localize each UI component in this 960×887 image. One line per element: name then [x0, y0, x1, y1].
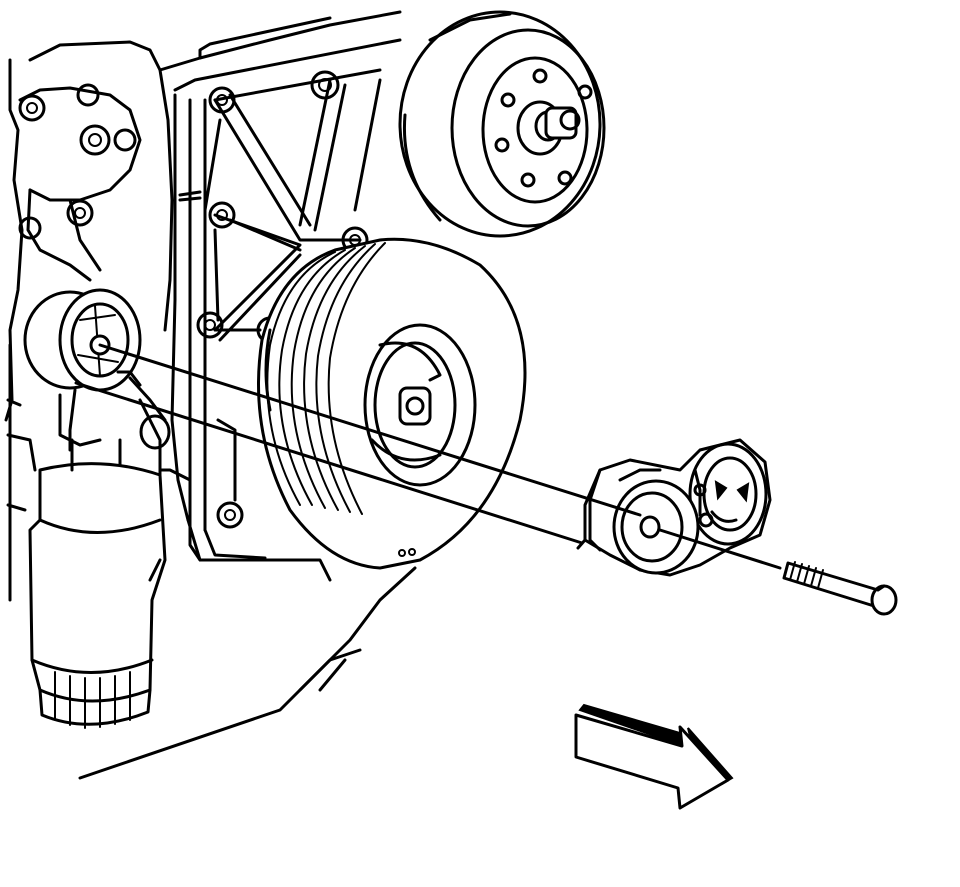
crankshaft-pulley-icon — [257, 237, 527, 570]
lower-contours — [78, 566, 417, 780]
engine-block-icon — [4, 10, 402, 602]
tensioner-bolt-icon — [782, 561, 898, 616]
oil-filter-icon — [28, 438, 167, 729]
upper-idler-pulley-icon — [398, 10, 606, 238]
drive-belt-tensioner-icon — [576, 438, 772, 577]
alignment-lines — [74, 343, 782, 570]
direction-arrow-icon — [574, 703, 734, 810]
mounting-boss-icon — [23, 288, 171, 482]
